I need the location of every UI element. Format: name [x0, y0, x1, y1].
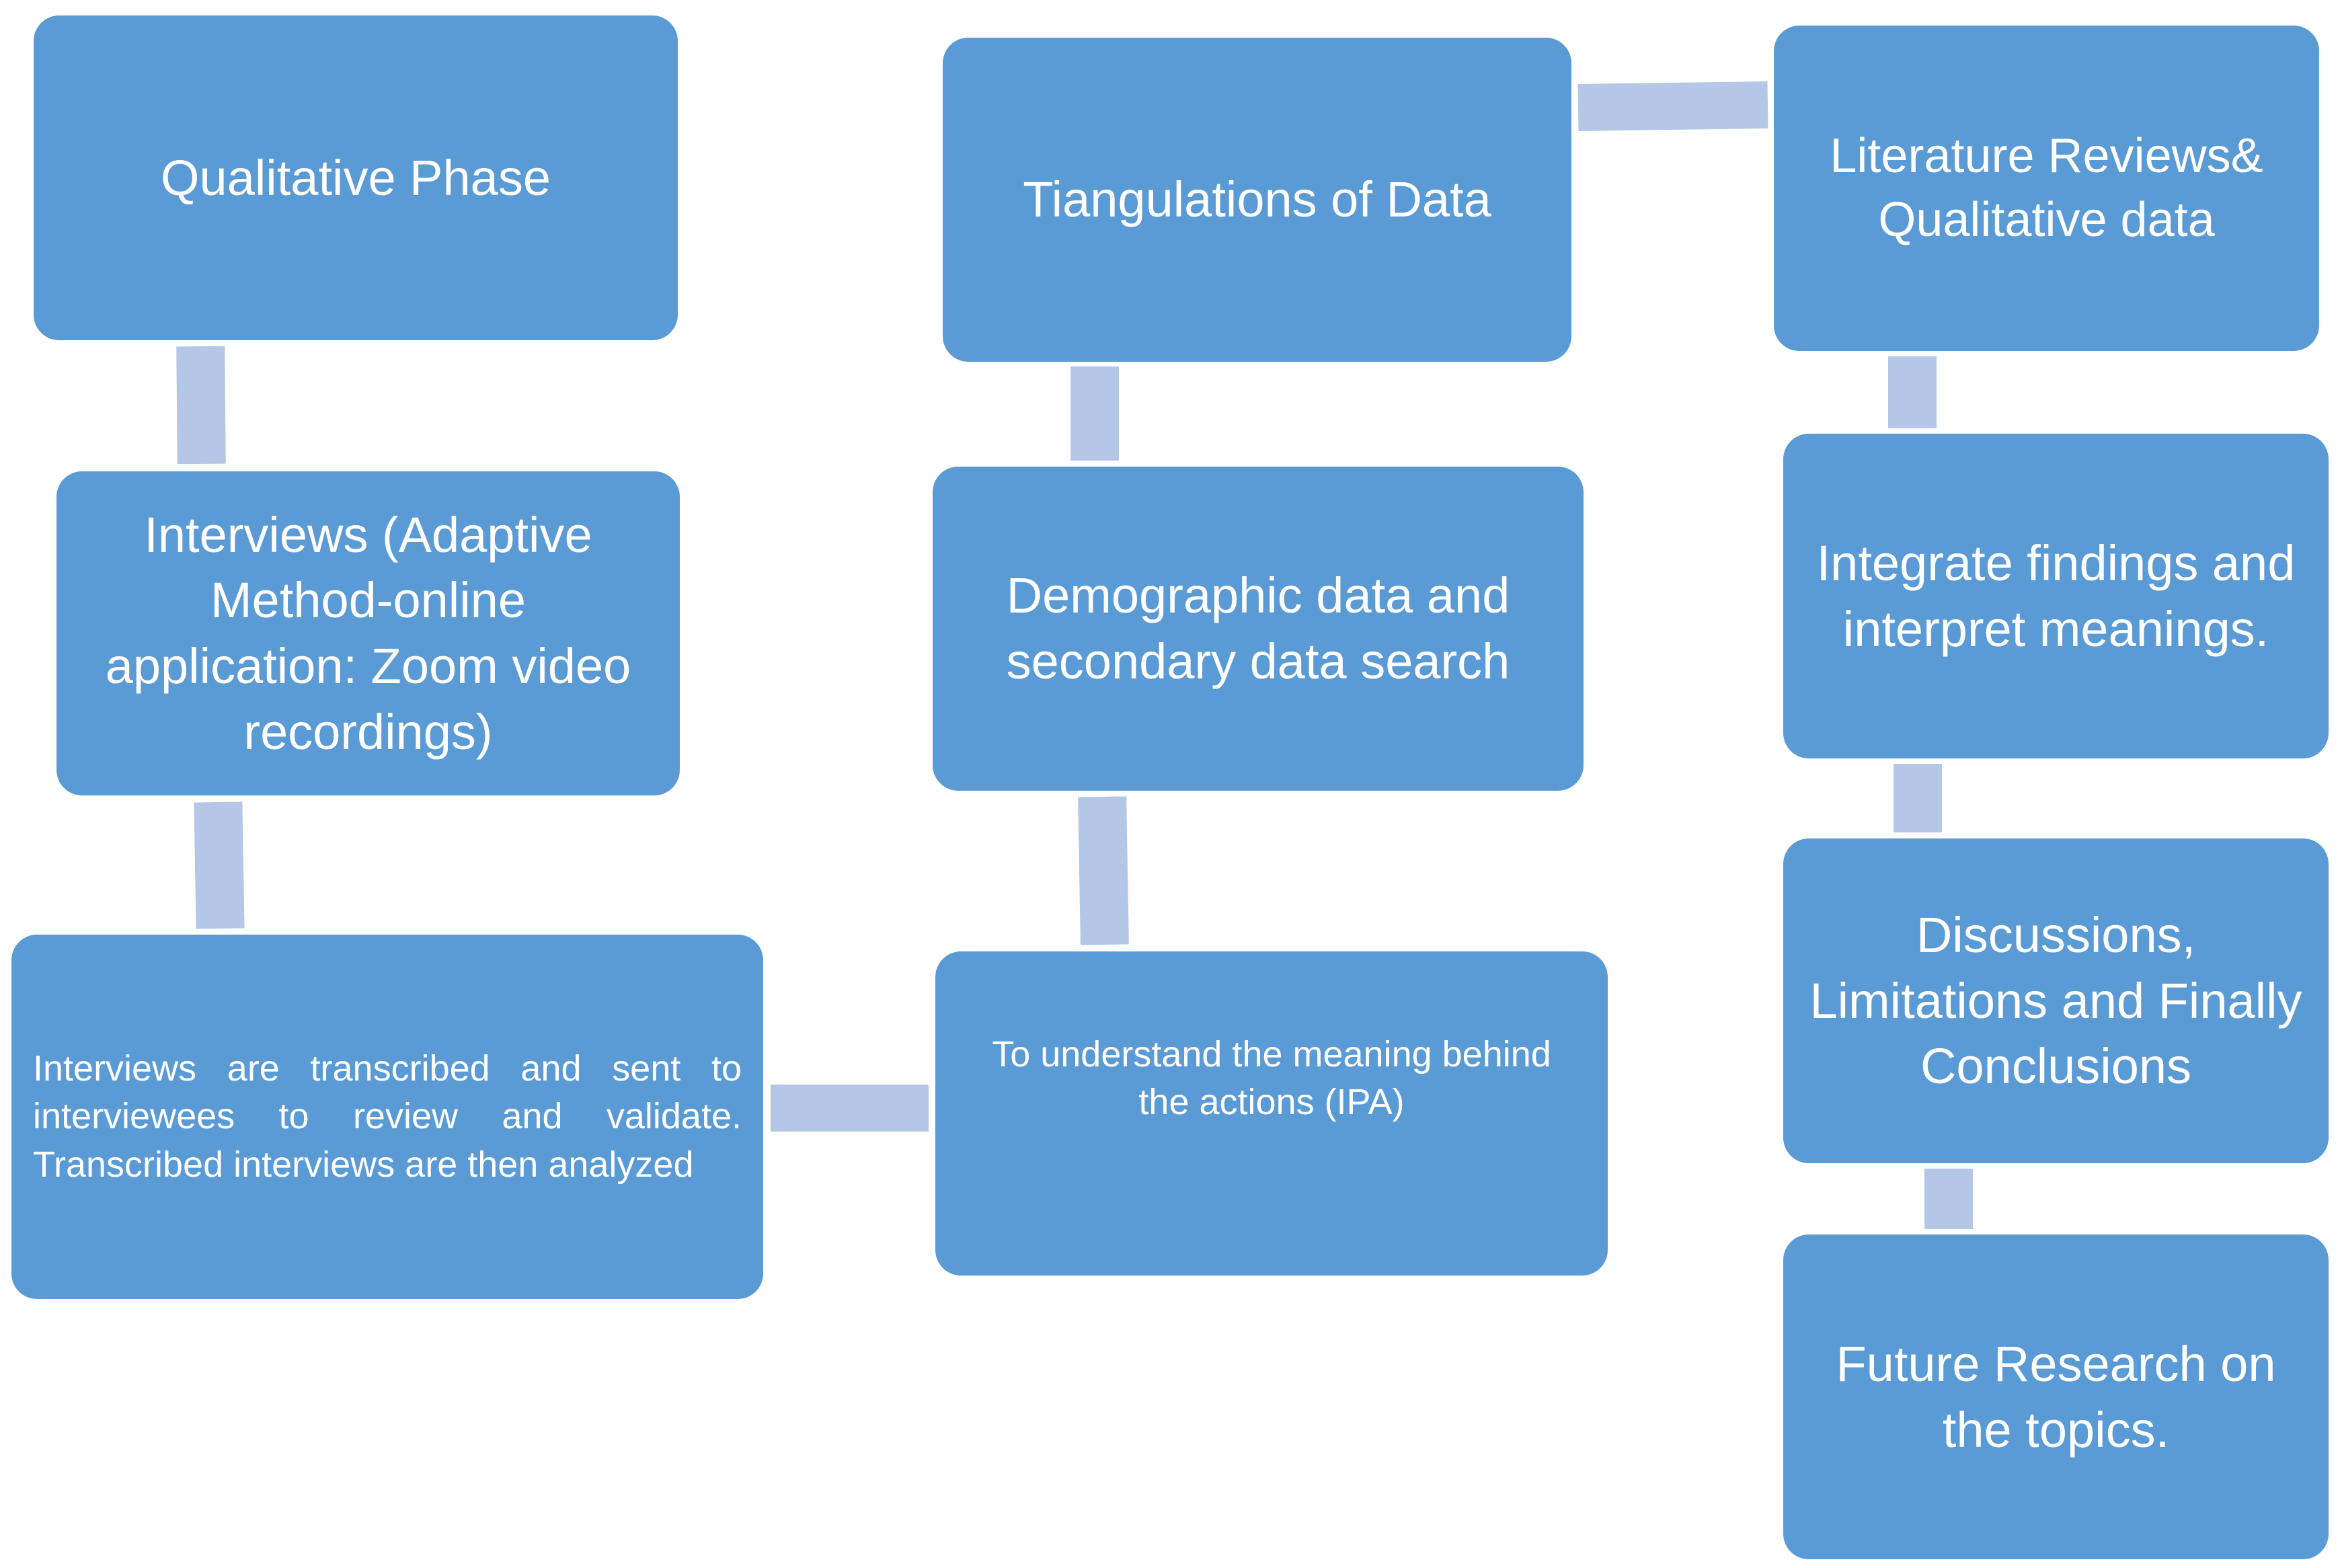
- node-demographic: Demographic data and secondary data sear…: [933, 467, 1584, 791]
- node-literature: Literature Reviews& Qualitative data: [1774, 26, 2319, 351]
- connector-literature-to-integrate: [1888, 356, 1937, 428]
- node-label: Tiangulations of Data: [1023, 171, 1491, 228]
- connector-transcription-to-ipa: [771, 1085, 929, 1132]
- connector-triangulation-to-literature: [1577, 81, 1768, 131]
- node-label: Demographic data and secondary data sear…: [1006, 567, 1510, 689]
- node-label: Qualitative Phase: [160, 149, 551, 206]
- node-label: Integrate findings and interpret meaning…: [1816, 535, 2296, 657]
- node-label: Interviews are transcribed and sent to i…: [33, 1048, 742, 1185]
- node-interviews: Interviews (Adaptive Method-online appli…: [56, 471, 680, 795]
- node-triangulation: Tiangulations of Data: [943, 38, 1571, 362]
- node-discussions: Discussions, Limitations and Finally Con…: [1783, 838, 2329, 1163]
- node-label: To understand the meaning behind the act…: [992, 1034, 1551, 1123]
- node-qualitative-phase: Qualitative Phase: [34, 15, 678, 340]
- node-label: Literature Reviews& Qualitative data: [1830, 128, 2263, 247]
- connector-interviews-to-transcription: [194, 801, 245, 929]
- node-label: Future Research on the topics.: [1836, 1335, 2276, 1458]
- node-ipa: To understand the meaning behind the act…: [935, 951, 1608, 1276]
- node-transcription: Interviews are transcribed and sent to i…: [11, 935, 763, 1299]
- connector-discussions-to-future: [1924, 1169, 1973, 1229]
- connector-ipa-to-demographic: [1078, 796, 1129, 945]
- node-future: Future Research on the topics.: [1783, 1234, 2329, 1559]
- connector-integrate-to-discussions: [1894, 764, 1942, 832]
- node-label: Interviews (Adaptive Method-online appli…: [105, 506, 631, 760]
- node-integrate: Integrate findings and interpret meaning…: [1783, 434, 2329, 758]
- node-label: Discussions, Limitations and Finally Con…: [1809, 906, 2302, 1095]
- connector-demographic-to-triangulation: [1070, 366, 1119, 461]
- connector-qualitative-to-interviews: [176, 346, 226, 465]
